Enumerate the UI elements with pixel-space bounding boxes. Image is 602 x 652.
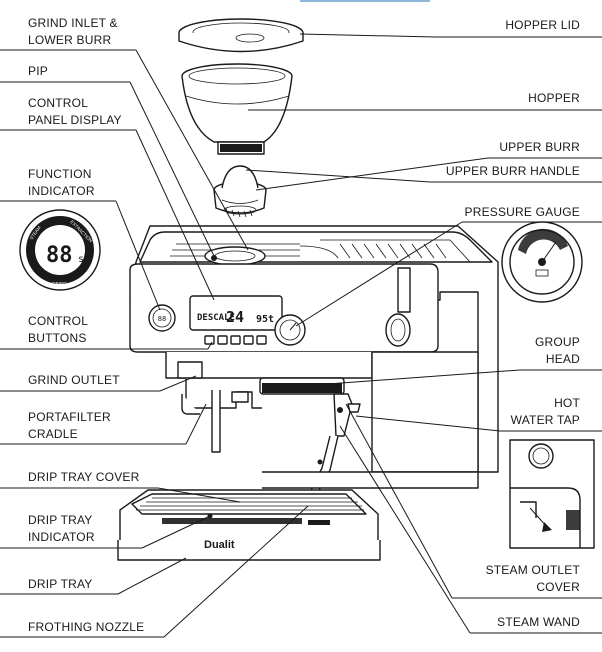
label-upper-burr-text: UPPER BURR [499,140,580,154]
label-group-head-line2: HEAD [546,352,580,366]
control-buttons-drawing [204,335,267,345]
hot-water-tap-drawing [347,267,411,413]
coffee-machine-illustration: 88 DESCALE 24 95t [117,18,499,561]
label-drip-tray: DRIP TRAY [0,557,187,595]
inset-grind-text: GRIND [52,281,67,286]
label-function-indicator-line1: FUNCTION [28,167,92,181]
label-drip-tray-text: DRIP TRAY [28,577,92,591]
label-grind-inlet: GRIND INLET & LOWER BURR [0,16,249,251]
label-portafilter-cradle-line1: PORTAFILTER [28,410,111,424]
function-indicator-inset: 88 s STEAM EXTRACTION GRIND [19,209,101,291]
label-pressure-gauge: PRESSURE GAUGE [295,205,602,327]
label-hot-water-tap-line2: WATER TAP [511,413,580,427]
label-grind-outlet-text: GRIND OUTLET [28,373,120,387]
label-upper-burr-handle: UPPER BURR HANDLE [245,164,602,183]
label-drip-tray-cover-text: DRIP TRAY COVER [28,470,140,484]
label-steam-wand: STEAM WAND [339,425,602,634]
label-grind-inlet-line1: GRIND INLET & [28,16,118,30]
label-steam-wand-text: STEAM WAND [497,615,580,629]
label-steam-outlet-cover: STEAM OUTLET COVER [345,403,602,599]
label-upper-burr: UPPER BURR [255,140,602,191]
label-control-panel-display: CONTROL PANEL DISPLAY [0,96,215,301]
label-grind-outlet: GRIND OUTLET [0,373,197,392]
label-group-head: GROUP HEAD [299,335,602,387]
upper-burr-drawing [213,165,267,218]
label-grind-inlet-line2: LOWER BURR [28,33,111,47]
label-steam-outlet-cover-line1: STEAM OUTLET [486,563,581,577]
label-hopper-text: HOPPER [528,91,580,105]
label-control-panel-display-line1: CONTROL [28,96,88,110]
label-pip: PIP [0,64,215,257]
label-hopper-lid: HOPPER LID [299,18,602,38]
label-control-panel-display-line2: PANEL DISPLAY [28,113,122,127]
portafilter-cradle-drawing [177,361,262,453]
label-hopper-lid-text: HOPPER LID [505,18,580,32]
label-group-head-line1: GROUP [535,335,580,349]
pressure-gauge-on-machine [274,314,306,346]
label-pip-text: PIP [28,64,48,78]
svg-text:88: 88 [158,315,166,323]
function-indicator-on-machine: 88 [148,304,176,332]
label-function-indicator: FUNCTION INDICATOR [0,167,161,311]
inset-display-unit: s [78,254,84,265]
control-panel-display-drawing: DESCALE 24 95t [189,295,283,331]
label-control-buttons-line1: CONTROL [28,314,88,328]
label-hopper: HOPPER [248,91,602,111]
label-frothing-nozzle-text: FROTHING NOZZLE [28,620,144,634]
label-portafilter-cradle-line2: CRADLE [28,427,78,441]
label-hot-water-tap: HOT WATER TAP [355,396,602,432]
machine-base-drawing [262,471,479,489]
label-drip-tray-indicator: DRIP TRAY INDICATOR [0,513,211,549]
label-drip-tray-indicator-line1: DRIP TRAY [28,513,92,527]
label-hot-water-tap-line1: HOT [554,396,580,410]
label-portafilter-cradle: PORTAFILTER CRADLE [0,403,207,445]
label-pressure-gauge-text: PRESSURE GAUGE [465,205,581,219]
drip-tray-drawing: Dualit [117,489,381,561]
hopper-lid-drawing [178,18,304,53]
label-control-buttons-line2: BUTTONS [28,331,87,345]
label-drip-tray-indicator-line2: INDICATOR [28,530,95,544]
hopper-drawing [181,63,293,155]
inset-display-value: 88 [46,243,73,268]
label-function-indicator-line2: INDICATOR [28,184,95,198]
label-steam-outlet-cover-line2: COVER [536,580,580,594]
panel-display-left-text: DESCALE [197,313,235,323]
brand-logo: Dualit [204,539,235,551]
label-drip-tray-cover: DRIP TRAY COVER [0,470,241,503]
panel-display-right-text: 95t [256,314,274,325]
label-control-buttons: CONTROL BUTTONS [0,314,213,350]
panel-display-value: 24 [226,308,244,326]
label-frothing-nozzle: FROTHING NOZZLE [0,505,309,638]
hot-water-tap-inset [509,439,595,549]
pressure-gauge-inset [501,221,583,303]
label-upper-burr-handle-text: UPPER BURR HANDLE [446,164,580,178]
